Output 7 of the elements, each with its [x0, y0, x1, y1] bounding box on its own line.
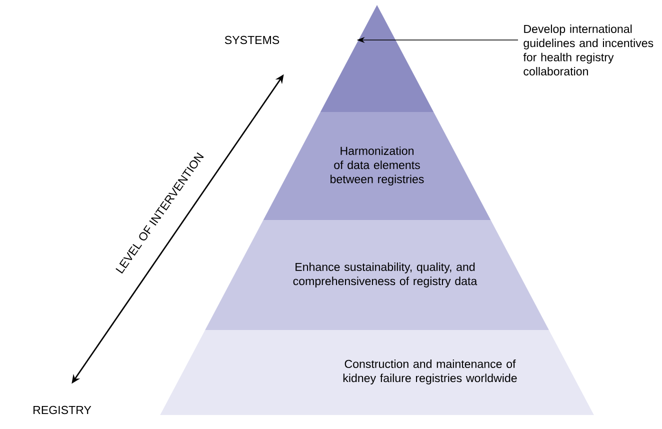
label-text: Develop international guidelines and incentives for health registry collaboration [523, 24, 654, 76]
pyramid-tier: Enhance sustainability, quality, and comprehensiveness of registry data [205, 220, 549, 330]
label-text: SYSTEMS [224, 36, 280, 44]
pyramid-tier: Construction and maintenance of kidney failure registries worldwide [160, 330, 594, 415]
pyramid-tier [320, 5, 434, 112]
label-text: REGISTRY [34, 406, 92, 414]
pyramid-tier: Harmonization of data elements between registries [263, 112, 491, 220]
